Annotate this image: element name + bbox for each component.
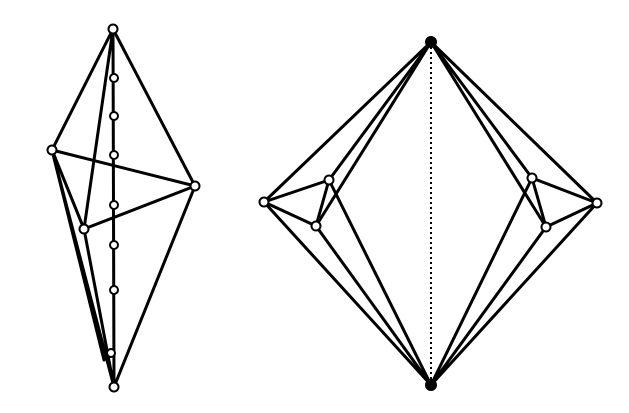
left-edges xyxy=(50,27,197,389)
vertex-bottom xyxy=(108,381,120,393)
axis-marker xyxy=(109,200,119,210)
edge xyxy=(262,200,433,387)
pole-top xyxy=(425,36,437,48)
left-vertices xyxy=(46,23,201,393)
edge xyxy=(530,176,599,205)
right-graph-drawing xyxy=(258,36,603,391)
edge xyxy=(262,40,433,204)
vertex xyxy=(310,220,322,232)
edge xyxy=(50,148,106,362)
edge xyxy=(314,178,331,228)
edge xyxy=(82,184,197,231)
right-vertices xyxy=(258,36,603,391)
vertex xyxy=(78,223,90,235)
edge xyxy=(82,27,115,231)
vertex xyxy=(258,196,270,208)
edge xyxy=(530,176,548,229)
axis-marker xyxy=(109,111,119,121)
edge xyxy=(429,40,599,205)
vertex xyxy=(540,221,552,233)
right-edges xyxy=(262,40,599,387)
edge xyxy=(327,40,433,182)
vertex xyxy=(46,144,58,156)
pole-bottom xyxy=(425,379,437,391)
axis-marker xyxy=(109,285,119,295)
edge xyxy=(429,225,548,387)
edge xyxy=(314,224,433,387)
edge xyxy=(50,27,115,152)
edge xyxy=(82,227,116,389)
edge xyxy=(544,201,599,229)
edge xyxy=(429,40,548,229)
edge xyxy=(429,201,599,387)
vertex xyxy=(323,174,335,186)
edge xyxy=(262,178,331,204)
left-polyhedron-drawing xyxy=(46,23,201,393)
axis-marker xyxy=(106,348,116,358)
vertex xyxy=(189,180,201,192)
edge xyxy=(112,184,197,389)
vertex-top xyxy=(107,23,119,35)
edge xyxy=(262,200,318,228)
edge xyxy=(429,40,534,180)
edge xyxy=(111,27,197,188)
edge xyxy=(327,178,433,387)
edge xyxy=(429,176,534,387)
axis-marker xyxy=(109,150,119,160)
axis-marker xyxy=(109,73,119,83)
vertex xyxy=(591,197,603,209)
edge xyxy=(50,148,86,231)
vertex xyxy=(526,172,538,184)
axis-marker xyxy=(109,240,119,250)
edge xyxy=(50,148,197,188)
